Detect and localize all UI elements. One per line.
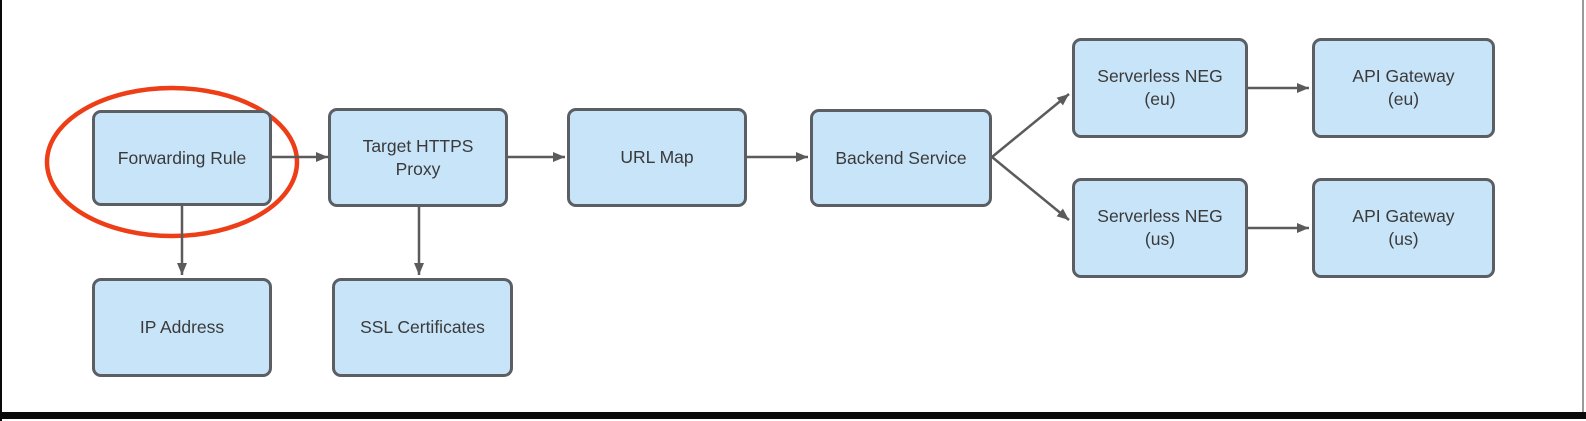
edge-backendservice-neg-eu — [991, 93, 1070, 158]
node-api-gateway-us: API Gateway (us) — [1312, 178, 1495, 278]
node-forwarding-rule: Forwarding Rule — [92, 110, 272, 206]
node-target-https-proxy: Target HTTPS Proxy — [328, 108, 508, 207]
frame-left-edge — [0, 0, 2, 421]
node-serverless-neg-us: Serverless NEG (us) — [1072, 178, 1248, 278]
node-backend-service: Backend Service — [810, 109, 992, 207]
edge-backendservice-neg-us — [991, 156, 1070, 221]
node-api-gateway-eu: API Gateway (eu) — [1312, 38, 1495, 138]
frame-right-edge — [1582, 0, 1584, 412]
node-serverless-neg-eu: Serverless NEG (eu) — [1072, 38, 1248, 138]
node-ssl-certificates: SSL Certificates — [332, 278, 513, 377]
node-ip-address: IP Address — [92, 278, 272, 377]
node-url-map: URL Map — [567, 108, 747, 207]
frame-bottom-bar — [0, 412, 1586, 419]
highlight-ellipse — [44, 85, 300, 239]
